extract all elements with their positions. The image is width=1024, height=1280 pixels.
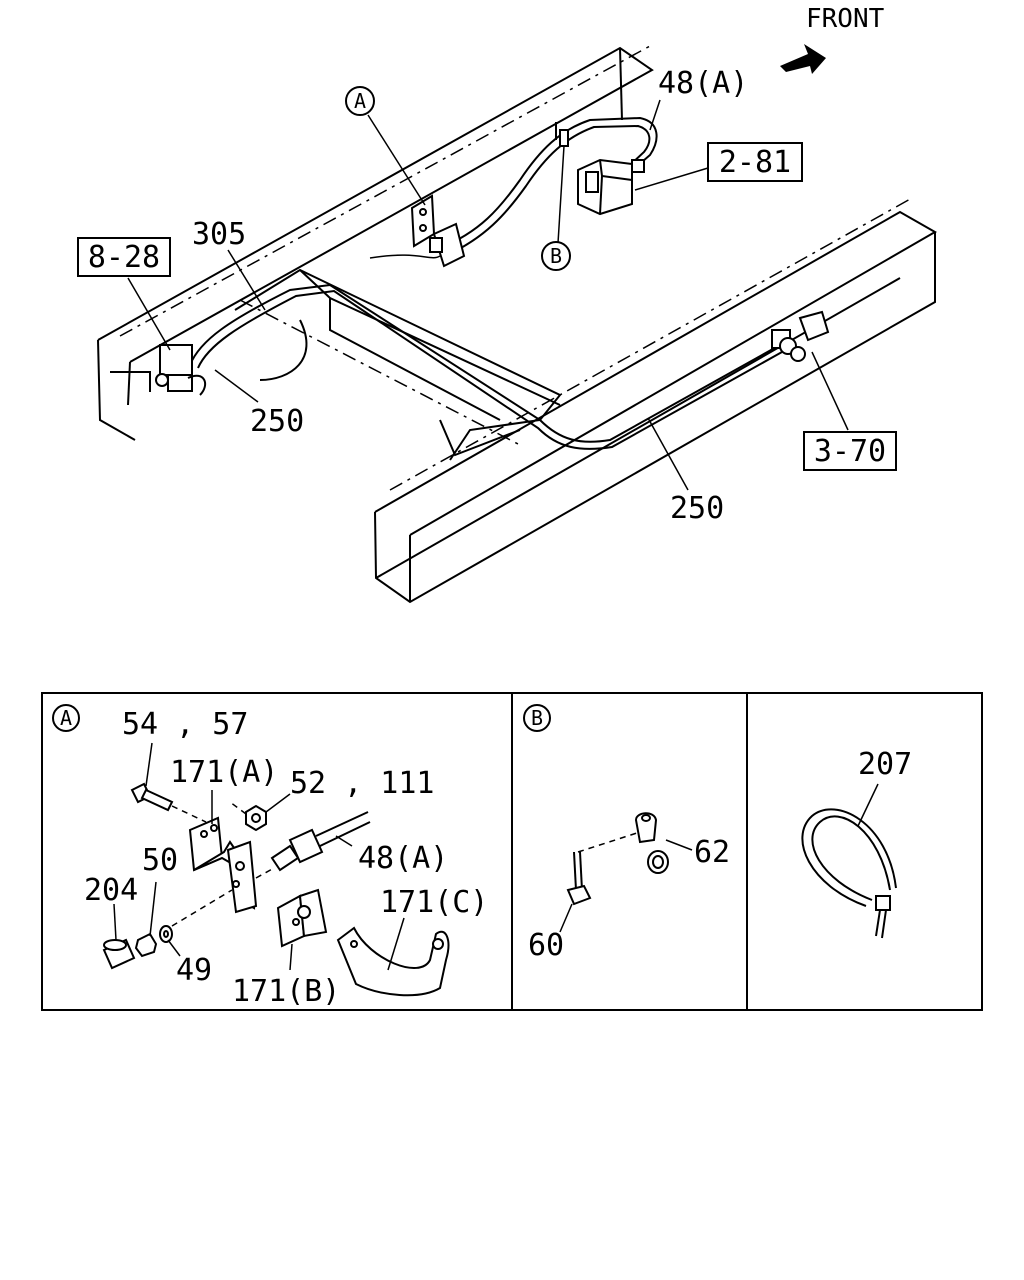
ref-box-8-28[interactable]: 8-28 (77, 237, 171, 277)
detail-b-marker: B (531, 706, 543, 730)
clip-b-main (555, 122, 569, 147)
cross-member (234, 268, 562, 461)
leader-lines (127, 99, 849, 491)
connector-8-28 (155, 344, 207, 396)
screw-60 (566, 851, 592, 906)
label-54-57: 54 , 57 (122, 707, 248, 742)
detail-b: B 62 60 (523, 704, 730, 963)
ref-box-3-70[interactable]: 3-70 (803, 431, 897, 471)
bracket-171a (188, 816, 258, 914)
detail-a: A (52, 704, 488, 1009)
label-171b: 171(B) (232, 974, 340, 1009)
label-52-111: 52 , 111 (290, 766, 435, 801)
ref-box-8-28-text: 8-28 (88, 240, 160, 275)
label-62: 62 (694, 835, 730, 870)
spacer-204 (102, 938, 136, 970)
front-arrow-icon (780, 44, 826, 74)
ref-box-3-70-text: 3-70 (814, 434, 886, 469)
clip-62 (634, 812, 669, 874)
callout-250-left: 250 (250, 404, 304, 439)
bracket-171c (336, 926, 450, 997)
connector-3-70 (771, 310, 830, 362)
label-171a: 171(A) (170, 755, 278, 790)
callout-250-right: 250 (670, 491, 724, 526)
label-50: 50 (142, 843, 178, 878)
label-60: 60 (528, 928, 564, 963)
cable-end-48a (270, 811, 371, 872)
main-view: FRONT (77, 4, 938, 604)
ref-marker-a-text: A (354, 89, 366, 113)
detail-c: 207 (801, 747, 912, 939)
detail-a-marker: A (60, 706, 72, 730)
ref-marker-b: B (541, 241, 571, 271)
control-unit-2-81 (577, 158, 645, 216)
label-207: 207 (858, 747, 912, 782)
left-frame-rail (97, 45, 654, 441)
cable-48a (439, 116, 658, 257)
callout-305: 305 (192, 217, 246, 252)
bracket-a-main (410, 194, 466, 268)
cable-tie-207 (801, 808, 897, 939)
label-204: 204 (84, 873, 138, 908)
ref-box-2-81[interactable]: 2-81 (707, 142, 803, 182)
nut-50 (134, 932, 158, 958)
ref-marker-a: A (345, 86, 375, 116)
front-label: FRONT (806, 4, 885, 34)
cable-250 (189, 254, 783, 450)
ref-marker-b-text: B (550, 244, 562, 268)
ref-box-2-81-text: 2-81 (719, 145, 791, 180)
nut-52-111 (245, 804, 267, 832)
bracket-171b (276, 888, 328, 948)
detail-panels (41, 692, 983, 1011)
callout-48a: 48(A) (658, 66, 748, 101)
label-48a: 48(A) (358, 841, 448, 876)
washer-49 (159, 925, 173, 943)
bolt-54-57 (130, 782, 174, 812)
label-49: 49 (176, 953, 212, 988)
label-171c: 171(C) (380, 885, 488, 920)
